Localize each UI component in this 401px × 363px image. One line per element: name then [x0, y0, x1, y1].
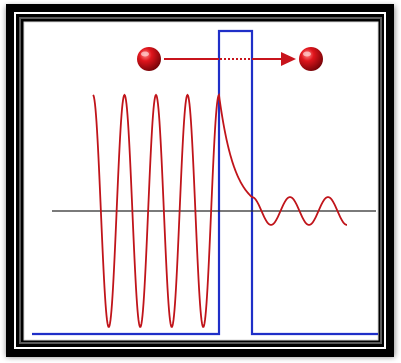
transmitted-particle-icon — [299, 47, 323, 71]
transmitted-particle-highlight — [303, 51, 311, 57]
frame-inner-bevel — [19, 17, 382, 344]
incident-particle-icon — [137, 47, 161, 71]
incident-particle-highlight — [141, 51, 149, 57]
wave-function — [92, 92, 347, 328]
arrow-head-icon — [281, 52, 296, 66]
panel-border — [23, 21, 379, 341]
frame-inner-highlight — [14, 12, 386, 349]
potential-barrier — [32, 29, 378, 336]
diagram-panel — [24, 22, 378, 340]
